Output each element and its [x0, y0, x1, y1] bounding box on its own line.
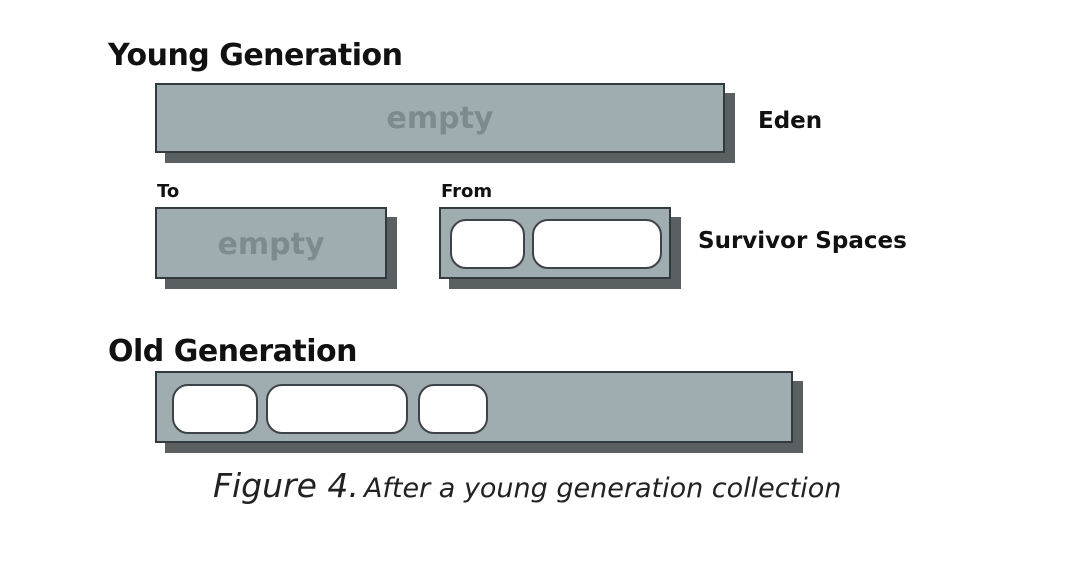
figure-number: Figure 4. — [213, 466, 359, 505]
survivor-to-empty-text: empty — [217, 227, 325, 262]
live-object — [266, 384, 408, 434]
live-object — [418, 384, 488, 434]
survivor-spaces-label: Survivor Spaces — [698, 228, 907, 254]
from-label: From — [441, 181, 493, 202]
old-generation-space — [155, 371, 793, 443]
young-generation-heading: Young Generation — [108, 38, 403, 73]
eden-empty-text: empty — [386, 101, 494, 136]
to-label: To — [157, 181, 180, 202]
eden-label: Eden — [758, 108, 823, 134]
figure-caption-text: After a young generation collection — [363, 473, 842, 504]
figure-caption: Figure 4. After a young generation colle… — [213, 466, 841, 505]
eden-space: empty — [155, 83, 725, 153]
live-object — [172, 384, 258, 434]
survivor-to-space: empty — [155, 207, 387, 279]
live-object — [450, 219, 525, 269]
survivor-from-space — [439, 207, 671, 279]
old-generation-heading: Old Generation — [108, 334, 358, 369]
live-object — [532, 219, 662, 269]
